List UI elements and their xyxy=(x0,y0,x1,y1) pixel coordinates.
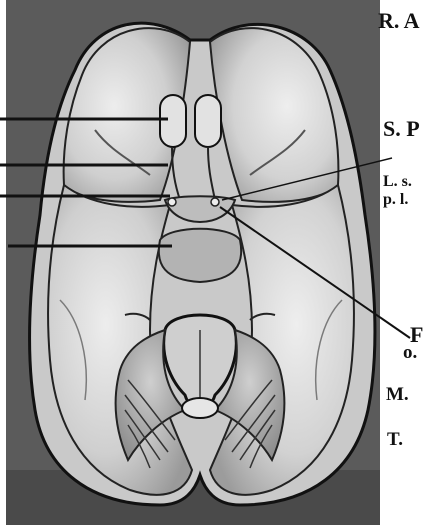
label-sp: S. P xyxy=(383,118,420,140)
vermis xyxy=(182,398,218,418)
right-olfactory-bulb xyxy=(195,95,221,147)
label-t: T. xyxy=(387,430,403,449)
left-olfactory-bulb xyxy=(160,95,186,147)
label-ls: L. s. xyxy=(383,174,412,190)
mammillary-right xyxy=(211,198,219,206)
label-m: M. xyxy=(386,385,409,404)
label-pl: p. l. xyxy=(383,192,408,208)
label-ra: R. A xyxy=(378,10,420,32)
pons xyxy=(159,229,241,282)
label-o: o. xyxy=(403,343,417,362)
mammillary-left xyxy=(168,198,176,206)
